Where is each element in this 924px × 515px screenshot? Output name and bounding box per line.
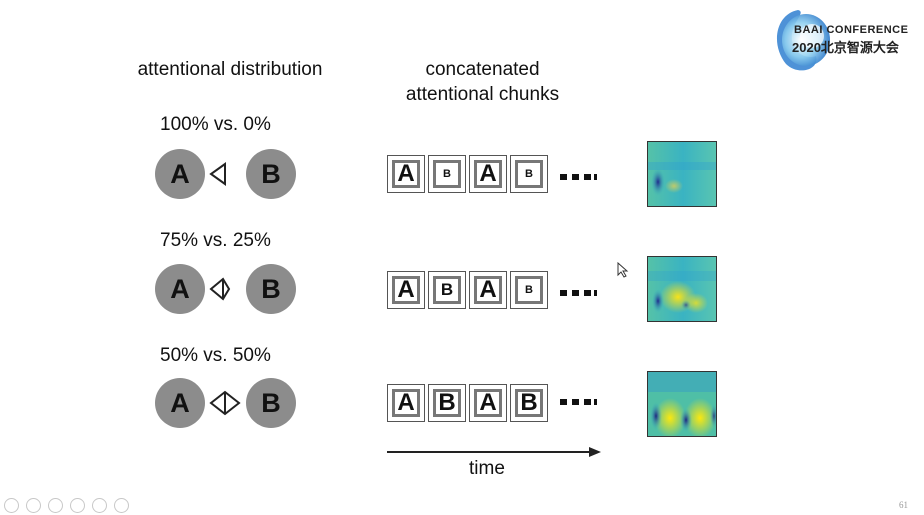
ratio-label: 75% vs. 25% <box>160 230 271 252</box>
heading-attentional-distribution: attentional distribution <box>110 57 350 82</box>
circle-b: B <box>246 264 296 314</box>
heatmap-medium <box>647 256 717 322</box>
chunk-a: A <box>387 271 425 309</box>
more-options-icon[interactable] <box>114 498 129 513</box>
chunk-label: A <box>474 160 502 188</box>
chunk-label: B <box>433 160 461 188</box>
chunk-a: A <box>387 384 425 422</box>
chunk-label: B <box>433 389 461 417</box>
chunk-b: B <box>510 155 548 193</box>
chunk-label: B <box>515 276 543 304</box>
attention-indicator-icon <box>207 277 233 301</box>
attention-indicator-icon <box>209 390 243 416</box>
heatmap-strong <box>647 371 717 437</box>
time-label: time <box>469 458 505 480</box>
page-number: 61 <box>899 500 908 510</box>
slide-navigation <box>0 497 160 515</box>
continuation-dots <box>560 399 600 405</box>
chunk-label: B <box>515 160 543 188</box>
chunk-label: B <box>515 389 543 417</box>
continuation-dots <box>560 290 600 296</box>
continuation-dots <box>560 174 600 180</box>
chunk-a: A <box>469 384 507 422</box>
baai-conference-logo: BAAI CONFERENCE 2020北京智源大会 <box>768 4 920 74</box>
chunk-b: B <box>428 271 466 309</box>
chunk-label: B <box>433 276 461 304</box>
chunk-label: A <box>474 389 502 417</box>
previous-slide-icon[interactable] <box>4 498 19 513</box>
slides-overview-icon[interactable] <box>70 498 85 513</box>
zoom-icon[interactable] <box>92 498 107 513</box>
chunk-a: A <box>469 271 507 309</box>
heading-concatenated: concatenated <box>375 57 590 82</box>
mouse-cursor-icon <box>617 262 629 278</box>
chunk-label: A <box>392 276 420 304</box>
chunk-label: A <box>392 160 420 188</box>
chunk-a: A <box>469 155 507 193</box>
logo-line1: BAAI CONFERENCE <box>794 24 908 36</box>
circle-b: B <box>246 378 296 428</box>
logo-line2: 2020北京智源大会 <box>792 37 899 56</box>
chunk-a: A <box>387 155 425 193</box>
ratio-label: 50% vs. 50% <box>160 345 271 367</box>
chunk-b: B <box>510 271 548 309</box>
heatmap-weak <box>647 141 717 207</box>
circle-a: A <box>155 264 205 314</box>
circle-b: B <box>246 149 296 199</box>
next-slide-icon[interactable] <box>26 498 41 513</box>
pen-icon[interactable] <box>48 498 63 513</box>
heading-attentional-chunks: attentional chunks <box>375 82 590 107</box>
chunk-b: B <box>428 384 466 422</box>
chunk-b: B <box>510 384 548 422</box>
circle-a: A <box>155 149 205 199</box>
chunk-b: B <box>428 155 466 193</box>
chunk-label: A <box>392 389 420 417</box>
circle-a: A <box>155 378 205 428</box>
chunk-label: A <box>474 276 502 304</box>
attention-indicator-icon <box>207 162 229 186</box>
ratio-label: 100% vs. 0% <box>160 114 271 136</box>
